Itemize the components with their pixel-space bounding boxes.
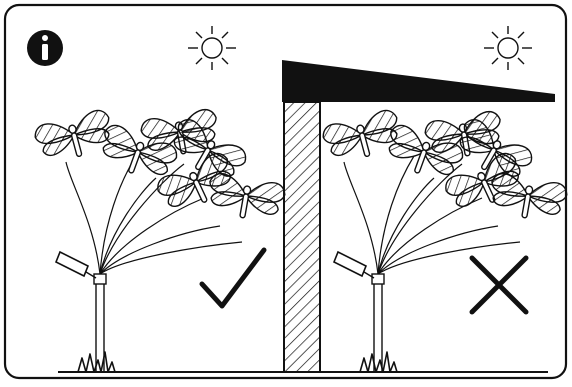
- checkmark-icon: [199, 247, 267, 309]
- info-icon: [27, 30, 63, 66]
- wall: [283, 101, 321, 373]
- left-panel-correct: [31, 25, 288, 373]
- cross-icon: [469, 255, 529, 315]
- right-panel-incorrect: [319, 25, 570, 373]
